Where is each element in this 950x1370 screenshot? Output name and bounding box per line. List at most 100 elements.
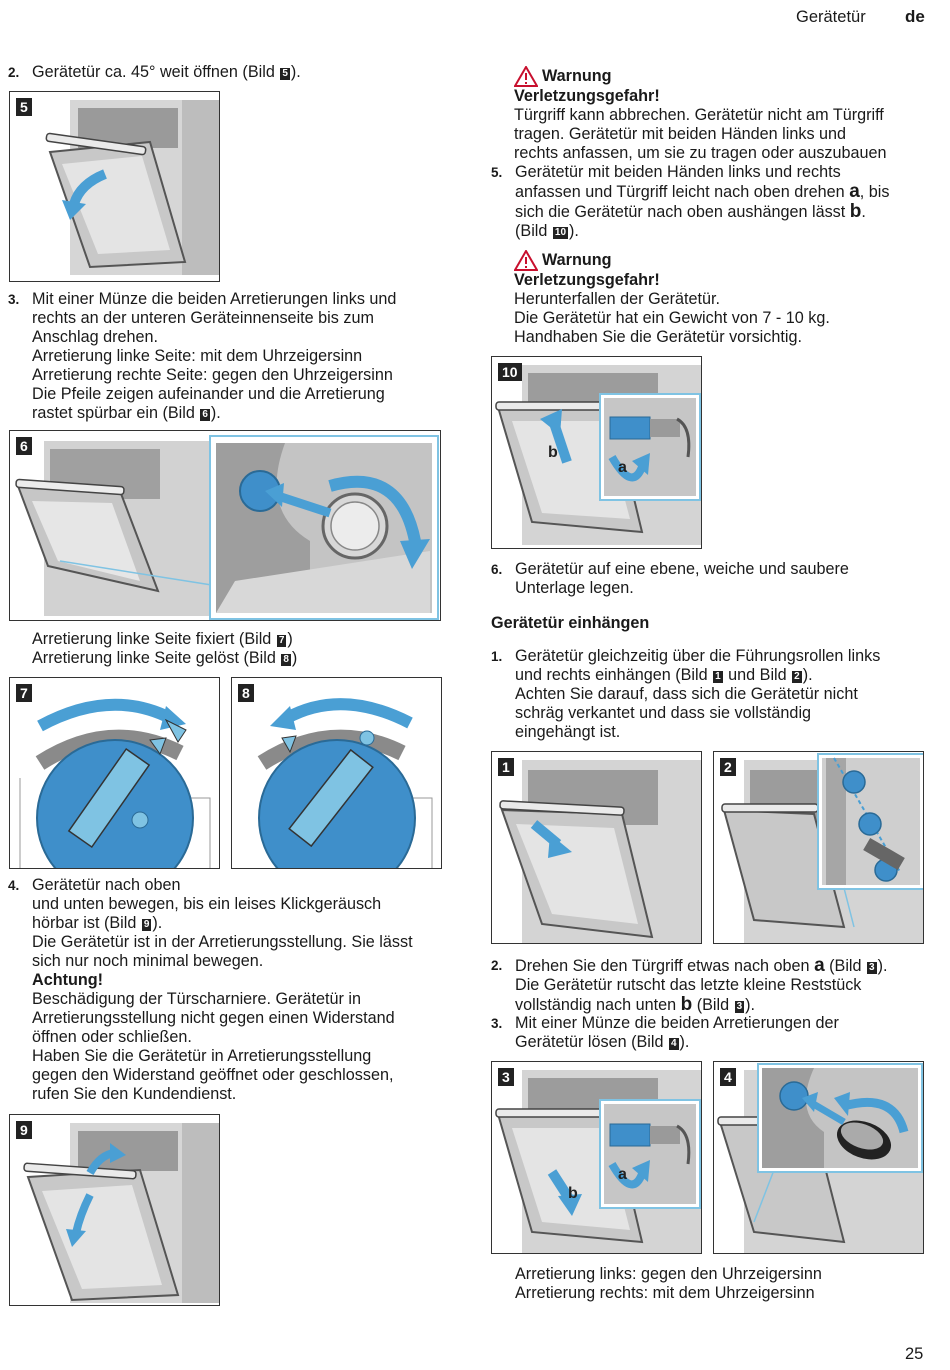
- step-text: Gerätetür auf eine ebene, weiche und sau…: [515, 560, 849, 578]
- warning-heading: Verletzungsgefahr!: [514, 271, 660, 289]
- caution-text: rufen Sie den Kundendienst.: [32, 1085, 237, 1103]
- step-text: Anschlag drehen.: [32, 328, 158, 346]
- warning-box-1: Warnung Verletzungsgefahr! Türgriff kann…: [514, 66, 887, 163]
- figure-ref: 3: [867, 962, 877, 974]
- step-text: ).: [679, 1033, 690, 1051]
- step-text: und Bild: [723, 666, 792, 684]
- step-number: 1.: [491, 649, 503, 664]
- step-text: Gerätetür nach oben: [32, 876, 181, 894]
- lock-state-lines: Arretierung linke Seite fixiert (Bild 7)…: [8, 630, 297, 668]
- step-text: Unterlage legen.: [515, 579, 634, 597]
- step-text: Arretierung rechte Seite: gegen den Uhrz…: [32, 366, 393, 384]
- lock-knob-fixed-illustration: [19, 698, 211, 868]
- figure-label: 2: [720, 758, 736, 776]
- warning-box-2: Warnung Verletzungsgefahr! Herunterfalle…: [514, 250, 830, 347]
- lock-released-text: Arretierung linke Seite gelöst (Bild: [32, 649, 281, 667]
- letter-a: a: [814, 955, 825, 976]
- step-text: sich die Gerätetür nach oben aushängen l…: [515, 203, 850, 221]
- figure-ref: 6: [200, 409, 210, 421]
- step-text: und unten bewegen, bis ein leises Klickg…: [32, 895, 382, 913]
- step-text: rastet spürbar ein (Bild: [32, 404, 200, 422]
- warning-text: Herunterfallen der Gerätetür.: [514, 290, 721, 308]
- coin-release-illustration: [717, 1063, 923, 1253]
- step-text: vollständig nach unten: [515, 996, 681, 1014]
- figure-7: 7: [9, 677, 220, 869]
- figure-2: 2: [713, 751, 924, 944]
- step-text: und rechts einhängen (Bild: [515, 666, 713, 684]
- step-number: 2.: [491, 958, 503, 973]
- figure-label: 6: [16, 437, 32, 455]
- caution-text: gegen den Widerstand geöffnet oder gesch…: [32, 1066, 394, 1084]
- figure-ref: 3: [734, 1001, 745, 1013]
- step-text: (Bild: [824, 957, 867, 975]
- figure-9: 9: [9, 1114, 220, 1306]
- figure-3: 3 b a: [491, 1061, 702, 1254]
- header-language: de: [905, 7, 925, 26]
- warning-triangle-icon: [514, 66, 538, 87]
- step-text: eingehängt ist.: [515, 723, 621, 741]
- figure-1: 1: [491, 751, 702, 944]
- step-text: Gerätetür gleichzeitig über die Führungs…: [515, 647, 881, 665]
- step-number: 5.: [491, 165, 503, 180]
- final-lock-lines: Arretierung links: gegen den Uhrzeigersi…: [491, 1265, 822, 1303]
- step-text: ).: [290, 63, 301, 81]
- mount-step-3: 3. Mit einer Münze die beiden Arretierun…: [491, 1014, 839, 1052]
- step-text: ).: [802, 666, 813, 684]
- warning-text: rechts anfassen, um sie zu tragen oder a…: [514, 144, 887, 162]
- step-text: Gerätetür mit beiden Händen links und re…: [515, 163, 841, 181]
- step-text: Achten Sie darauf, dass sich die Gerätet…: [515, 685, 858, 703]
- figure-label: 10: [498, 363, 522, 381]
- step-text: .: [861, 203, 866, 221]
- caution-title: Achtung!: [32, 971, 104, 989]
- figure-label: 9: [16, 1121, 32, 1139]
- warning-title: Warnung: [542, 251, 612, 269]
- letter-b: b: [849, 201, 862, 222]
- caution-text: öffnen oder schließen.: [32, 1028, 192, 1046]
- step-text: Drehen Sie den Türgriff etwas nach oben: [515, 957, 815, 975]
- step-text: rechts an der unteren Geräteinnenseite b…: [32, 309, 374, 327]
- figure-ref: 9: [141, 919, 152, 931]
- step-text: (Bild: [515, 222, 552, 240]
- step-text: ).: [210, 404, 221, 422]
- step-3: 3. Mit einer Münze die beiden Arretierun…: [8, 290, 396, 423]
- step-text: Arretierung linke Seite: mit dem Uhrzeig…: [32, 347, 363, 365]
- figure-ref: 7: [276, 635, 287, 647]
- step-text: ).: [569, 222, 579, 240]
- figure-ref: 2: [792, 671, 802, 683]
- step-number: 2.: [8, 65, 20, 80]
- step-text: Mit einer Münze die beiden Arretierungen…: [515, 1014, 839, 1032]
- figure-ref: 8: [281, 654, 291, 666]
- figure-ref: 4: [668, 1038, 679, 1050]
- step-text: Mit einer Münze die beiden Arretierungen…: [32, 290, 397, 308]
- step-text: ).: [152, 914, 163, 932]
- lock-fixed-text: Arretierung linke Seite fixiert (Bild: [32, 630, 276, 648]
- figure-5: 5: [9, 91, 220, 282]
- section-heading: Gerätetür einhängen: [491, 614, 650, 632]
- step-text: , bis: [859, 183, 890, 201]
- lock-mechanism-illustration: [15, 435, 439, 620]
- step-text: (Bild: [692, 996, 734, 1014]
- step-4: 4. Gerätetür nach oben und unten bewegen…: [8, 876, 413, 1104]
- figure-label: 5: [16, 98, 32, 116]
- step-number: 6.: [491, 562, 503, 577]
- lock-fixed-text: ): [287, 630, 293, 648]
- header-section: Gerätetür: [796, 8, 866, 26]
- warning-text: Türgriff kann abbrechen. Gerätetür nicht…: [514, 106, 884, 124]
- step-6: 6. Gerätetür auf eine ebene, weiche und …: [491, 560, 849, 598]
- figure-6: 6: [9, 430, 441, 621]
- warning-text: Die Gerätetür hat ein Gewicht von 7 - 10…: [514, 309, 830, 327]
- warning-title: Warnung: [542, 67, 612, 85]
- figure-ref: 1: [713, 671, 723, 683]
- step-text: ).: [877, 957, 888, 975]
- door-lower-illustration: b a: [495, 1070, 701, 1253]
- figure-letter-a: a: [618, 459, 627, 476]
- step-text: Gerätetür ca. 45° weit öffnen (Bild: [32, 63, 280, 81]
- step-number: 3.: [491, 1016, 503, 1031]
- figure-8: 8: [231, 677, 442, 869]
- letter-b: b: [680, 994, 693, 1015]
- figure-letter-b: b: [568, 1185, 578, 1202]
- oven-door-move-illustration: [23, 1123, 219, 1303]
- figure-10: 10 b a: [491, 356, 702, 549]
- figure-letter-b: b: [548, 444, 558, 461]
- mount-step-1: 1. Gerätetür gleichzeitig über die Führu…: [491, 647, 880, 742]
